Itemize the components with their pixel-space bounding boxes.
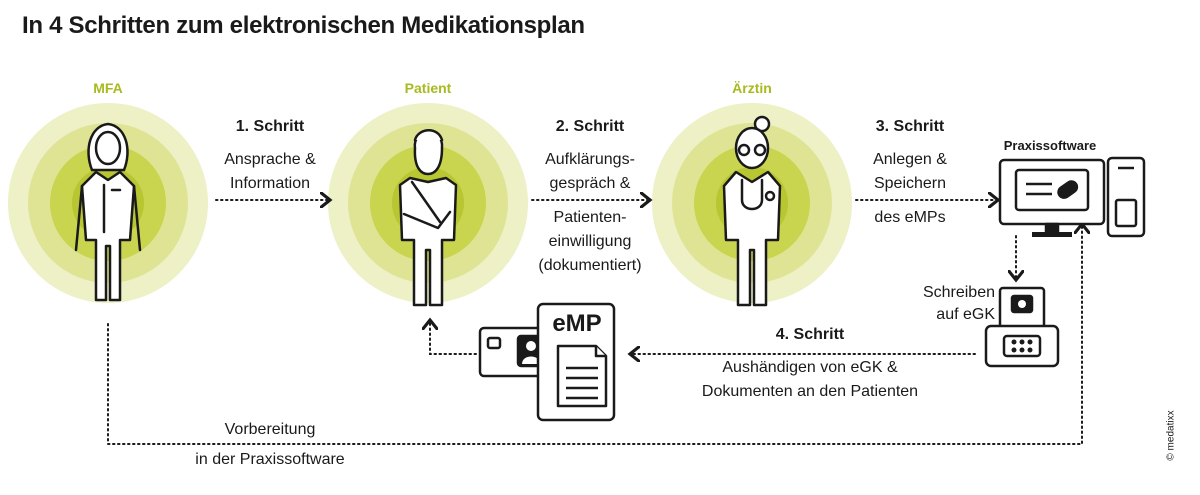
step3-description-top: Anlegen & Speichern xyxy=(840,148,980,196)
step3-line: Speichern xyxy=(873,175,947,192)
card-reader-icon xyxy=(984,286,1060,368)
patient-person-icon xyxy=(398,129,458,307)
emp-label: eMP xyxy=(552,310,602,337)
write-egk-line: auf eGK xyxy=(936,306,995,323)
step3-line: Anlegen & xyxy=(873,151,947,168)
role-label-patient: Patient xyxy=(404,80,452,96)
role-label-aerztin: Ärztin xyxy=(732,80,772,96)
step2-line: gespräch & xyxy=(549,175,631,192)
write-egk-line: Schreiben xyxy=(922,284,995,301)
document-icon xyxy=(536,302,616,422)
step2-description-bottom: Patienten- einwilligung (dokumentiert) xyxy=(515,206,665,278)
vorbereitung-label: Vorbereitung in der Praxissoftware xyxy=(180,418,360,472)
step1-heading: 1. Schritt xyxy=(235,118,305,135)
step2-line: Aufklärungs- xyxy=(545,151,635,168)
step1-line: Ansprache & xyxy=(224,151,316,168)
step4-heading: 4. Schritt xyxy=(775,326,845,343)
step4-description: Aushändigen von eGK & Dokumenten an den … xyxy=(680,356,940,404)
arrow-vorbereitung xyxy=(107,226,1082,445)
step3-line: des eMPs xyxy=(874,209,946,226)
step2-heading: 2. Schritt xyxy=(555,118,625,135)
step1-description: Ansprache & Information xyxy=(190,148,350,196)
smartphone-icon xyxy=(1106,156,1146,238)
step4-line: Aushändigen von eGK & xyxy=(722,359,898,376)
step3-description-bottom: des eMPs xyxy=(840,206,980,230)
step4-line: Dokumenten an den Patienten xyxy=(701,383,919,400)
praxissoftware-label: Praxissoftware xyxy=(1003,138,1097,153)
computer-monitor-icon xyxy=(998,158,1106,237)
vorbereitung-line: in der Praxissoftware xyxy=(195,451,345,468)
step2-description-top: Aufklärungs- gespräch & xyxy=(515,148,665,196)
mfa-person-icon xyxy=(74,122,142,302)
role-label-mfa: MFA xyxy=(93,80,123,96)
page-title: In 4 Schritten zum elektronischen Medika… xyxy=(22,12,585,39)
step3-heading: 3. Schritt xyxy=(875,118,945,135)
vorbereitung-line: Vorbereitung xyxy=(224,421,316,438)
copyright-label: © medatixx xyxy=(1165,410,1177,461)
step2-line: einwilligung xyxy=(548,233,632,250)
step2-line: (dokumentiert) xyxy=(538,257,642,274)
step2-line: Patienten- xyxy=(553,209,627,226)
doctor-person-icon xyxy=(722,115,782,307)
write-egk-label: Schreiben auf eGK xyxy=(905,282,995,326)
arrow-to-patient xyxy=(430,322,477,355)
step1-line: Information xyxy=(229,175,311,192)
